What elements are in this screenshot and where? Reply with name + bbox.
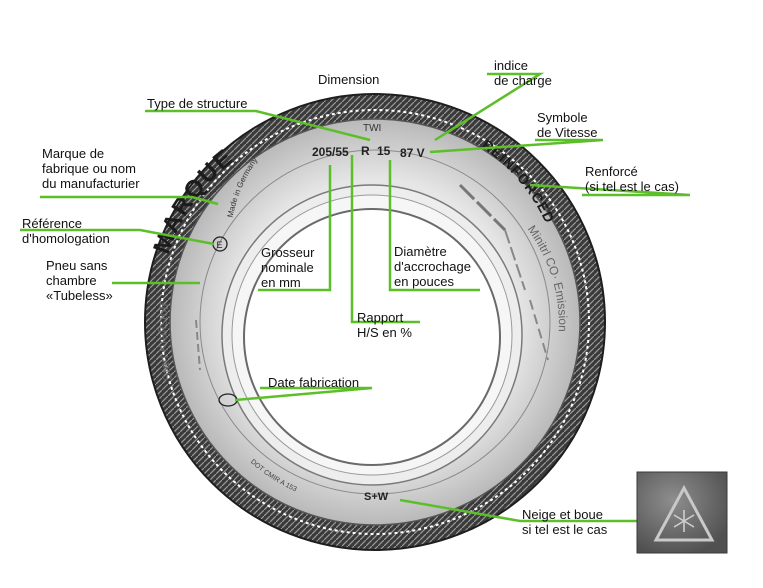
label-type-structure: Type de structure	[147, 96, 248, 111]
snowflake-mountain-badge-icon	[636, 471, 728, 554]
tire-center-hole	[243, 208, 501, 466]
label-diametre: Diamètre d'accrochage en pouces	[394, 244, 471, 289]
tire-size-code: 205/55	[312, 145, 349, 159]
label-grosseur: Grosseur nominale en mm	[261, 245, 315, 290]
label-symbole-vitesse: Symbole de Vitesse	[537, 110, 598, 140]
label-homologation: Référence d'homologation	[22, 216, 110, 246]
label-neige-boue: Neige et boue si tel est le cas	[522, 507, 608, 537]
label-dimension: Dimension	[318, 72, 380, 87]
label-tubeless: Pneu sans chambre «Tubeless»	[46, 258, 113, 303]
label-rapport: Rapport H/S en %	[357, 310, 412, 340]
tire-twi-text: TWI	[363, 123, 381, 134]
label-indice-charge: indice de charge	[494, 58, 552, 88]
tire-load-speed-code: 87 V	[400, 146, 425, 160]
svg-text:E: E	[217, 240, 223, 250]
leader-lines	[20, 72, 691, 523]
label-marque: Marque de fabrique ou nom du manufacturi…	[42, 146, 140, 191]
label-date-fabrication: Date fabrication	[268, 375, 360, 390]
tire-rim-code: 15	[377, 144, 391, 158]
tire-snow-code: S+W	[364, 491, 389, 503]
tire-structure-code: R	[361, 144, 370, 158]
label-renforce: Renforcé (si tel est le cas)	[585, 164, 679, 194]
